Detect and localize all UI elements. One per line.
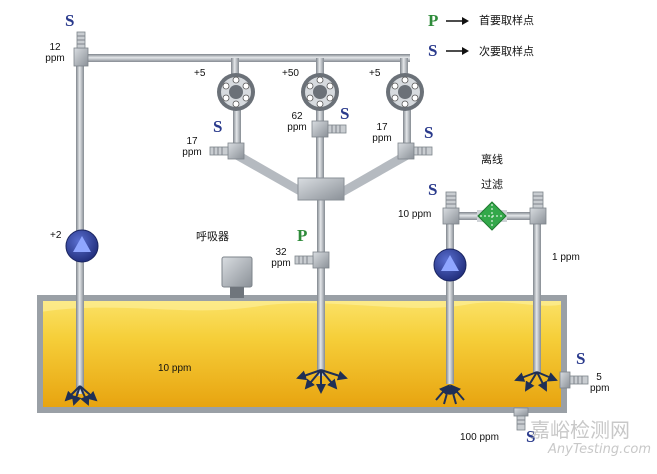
legend-secondary-symbol: S [428,41,438,60]
tank-reading: 10 ppm [158,363,192,374]
sample-reading-tank-bottom: 100 ppm [460,432,499,443]
bearing1-out-pipe [233,110,241,152]
breather-icon [221,256,253,298]
sample-valve-main-return [294,251,330,269]
offline-filter-icon [477,201,507,231]
sample-reading-top-left: 12 ppm [45,42,65,64]
center-return-pipe [317,198,325,376]
sample-symbol-top-left: S [65,11,75,30]
filter-out-reading: 1 ppm [552,252,580,263]
left-pump-label: +2 [50,230,62,241]
oil-surface [40,298,564,312]
bearing-2 [301,73,339,111]
bearing3-out-pipe [403,110,411,152]
left-pump-icon [65,229,99,263]
bearing-3-label: +5 [369,68,381,79]
offline-filter-label-1: 离线 [481,153,503,166]
bearing-1 [217,73,255,111]
sample-valve-center-branch [311,120,347,138]
sample-valve-tank-side [559,371,589,389]
sample-reading-right-branch: 17 ppm [372,122,392,144]
sample-valve-filter-in [442,191,460,225]
sample-reading-filter-in: 10 ppm [398,209,432,220]
bearing2-out-pipe [316,110,324,186]
sample-symbol-filter-in: S [428,180,438,199]
sample-symbol-left-branch: S [213,117,223,136]
reservoir-tank [37,295,567,413]
right-diagonal-pipe [344,152,411,196]
filter-out-pipe [533,214,541,374]
center-outlet-arrows [296,369,348,394]
watermark-en: AnyTesting.com [548,442,652,457]
sample-symbol-main-return: P [297,226,308,245]
drop-pipe-1 [231,58,239,76]
sample-valve-top-left [73,31,89,67]
tank-frame [37,295,567,413]
drop-pipe-3 [400,58,408,76]
left-diagonal-pipe [233,152,300,196]
sample-valve-filter-out [529,191,547,225]
legend-arrow-secondary [446,47,469,55]
sample-reading-center-branch: 62 ppm [287,111,307,133]
filter-inlet-arrows [435,384,465,405]
sample-reading-tank-side: 5 ppm [590,372,610,394]
sample-symbol-tank-side: S [576,349,586,368]
sample-symbol-tank-bottom: S [526,427,536,446]
sample-symbol-center-branch: S [340,104,350,123]
header-pipe [80,54,410,62]
left-outlet-arrows [64,385,98,406]
bearing-2-label: +50 [282,68,299,79]
filter-outlet-arrows [514,371,558,392]
collector-manifold [297,177,345,201]
legend-secondary-label: 次要取样点 [479,45,534,58]
sample-reading-left-branch: 17 ppm [182,136,202,158]
breather-label: 呼吸器 [196,230,229,243]
bearing-3 [386,73,424,111]
legend-primary-symbol: P [428,11,439,30]
bearing-1-label: +5 [194,68,206,79]
legend-arrow-primary [446,17,469,25]
sample-symbol-right-branch: S [424,123,434,142]
left-pipe [76,56,84,394]
sample-reading-main-return: 32 ppm [271,247,291,269]
watermark-cn: 嘉峪检测网 [530,418,630,442]
filter-in-pipe [446,214,454,384]
drop-pipe-2 [316,58,324,76]
sample-valve-left-branch [209,142,245,160]
legend-primary-label: 首要取样点 [479,14,534,27]
offline-filter-label-2: 过滤 [481,178,503,191]
oil-fill [40,298,564,410]
sample-valve-tank-bottom [513,407,529,431]
filter-pump-icon [433,248,467,282]
sample-valve-right-branch [397,142,433,160]
